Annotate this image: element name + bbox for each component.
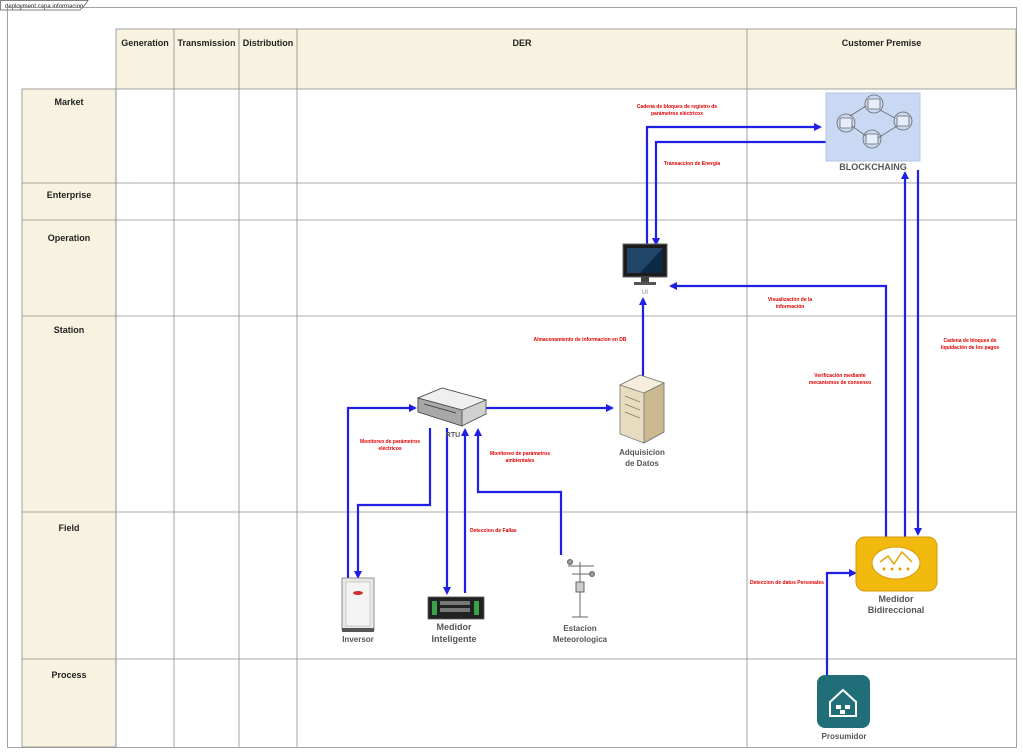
row-header-field: Field [22, 523, 116, 533]
connector-medidor-ui [671, 286, 886, 537]
medidor-inteligente-icon [428, 597, 484, 619]
adquisicion-label-line1: Adquisicion [610, 447, 674, 458]
column-header-der: DER [297, 38, 747, 48]
annotation-cadena-registro-line2: parámetros eléctricos [622, 111, 732, 118]
prosumidor-icon [817, 675, 870, 728]
annotation-monitoreo-ambientales-line2: ambientales [480, 458, 560, 465]
adquisicion-datos-icon [620, 375, 664, 443]
annotation-deteccion-datos: Deteccion de datos Personales [750, 580, 830, 587]
medidor-bidireccional-label: Medidor Bidireccional [846, 594, 946, 616]
annotation-cadena-registro-line1: Cadena de bloques de registro de [622, 104, 732, 111]
annotation-cadena-pagos: Cadena de bloques de liquidación de los … [930, 338, 1010, 352]
row-header-station: Station [22, 325, 116, 335]
row-header-market: Market [22, 97, 116, 107]
annotation-almacenamiento: Almacenamiento de informacion en DB [520, 337, 640, 344]
row-header-process: Process [22, 670, 116, 680]
annotation-verificacion-line1: Verificación mediante [800, 373, 880, 380]
prosumidor-label: Prosumidor [806, 731, 882, 742]
annotation-verificacion-line2: mecanismos de consenso [800, 380, 880, 387]
annotation-cadena-pagos-line1: Cadena de bloques de [930, 338, 1010, 345]
ui-monitor-icon [623, 244, 667, 285]
medidor-bidireccional-label-line1: Medidor [846, 594, 946, 605]
blockchain-label: BLOCKCHAING [826, 162, 920, 173]
annotation-visualizacion-line1: Visualización de la [760, 297, 820, 304]
annotation-monitoreo-ambientales: Monitoreo de parámetros ambientales [480, 451, 560, 465]
connector-estacion-rtu [478, 430, 561, 555]
row-header-band [22, 89, 116, 747]
annotation-monitoreo-ambientales-line1: Monitoreo de parámetros [480, 451, 560, 458]
column-header-transmission: Transmission [174, 38, 239, 48]
inversor-label: Inversor [332, 634, 384, 645]
blockchain-icon [826, 93, 920, 161]
row-header-enterprise: Enterprise [22, 190, 116, 200]
connector-blockchain-ui-transaccion [656, 142, 826, 244]
estacion-label-line2: Meteorologica [540, 634, 620, 645]
rtu-label: RTU [438, 430, 468, 441]
row-header-operation: Operation [22, 233, 116, 243]
adquisicion-label: Adquisicion de Datos [610, 447, 674, 469]
estacion-label: Estacion Meteorologica [540, 623, 620, 645]
medidor-bidireccional-icon [856, 537, 937, 591]
connector-prosumidor-medidor [827, 573, 855, 675]
column-header-generation: Generation [116, 38, 174, 48]
inversor-icon [342, 578, 374, 632]
annotation-cadena-registro: Cadena de bloques de registro de parámet… [622, 104, 732, 118]
rtu-icon [418, 388, 486, 426]
annotation-monitoreo-electricos-line1: Monitoreo de parámetros [350, 439, 430, 446]
adquisicion-label-line2: de Datos [610, 458, 674, 469]
medidor-inteligente-label: Medidor Inteligente [414, 621, 494, 645]
medidor-bidireccional-label-line2: Bidireccional [846, 605, 946, 616]
annotation-verificacion: Verificación mediante mecanismos de cons… [800, 373, 880, 387]
annotation-visualizacion-line2: información [760, 304, 820, 311]
annotation-deteccion-fallas: Deteccion de Fallas [470, 528, 530, 535]
annotation-transaccion: Transaccion de Energia [664, 161, 754, 168]
annotation-visualizacion: Visualización de la información [760, 297, 820, 311]
annotation-monitoreo-electricos-line2: eléctricos [350, 446, 430, 453]
medidor-inteligente-label-line1: Medidor [414, 621, 494, 633]
column-header-customer-premise: Customer Premise [747, 38, 1016, 48]
medidor-inteligente-label-line2: Inteligente [414, 633, 494, 645]
ui-label: UI [630, 288, 660, 299]
column-header-distribution: Distribution [239, 38, 297, 48]
annotation-cadena-pagos-line2: liquidación de los pagos [930, 345, 1010, 352]
annotation-monitoreo-electricos: Monitoreo de parámetros eléctricos [350, 439, 430, 453]
estacion-label-line1: Estacion [540, 623, 620, 634]
connector-ui-blockchain-registro [647, 127, 820, 258]
estacion-meteorologica-icon [568, 560, 595, 618]
